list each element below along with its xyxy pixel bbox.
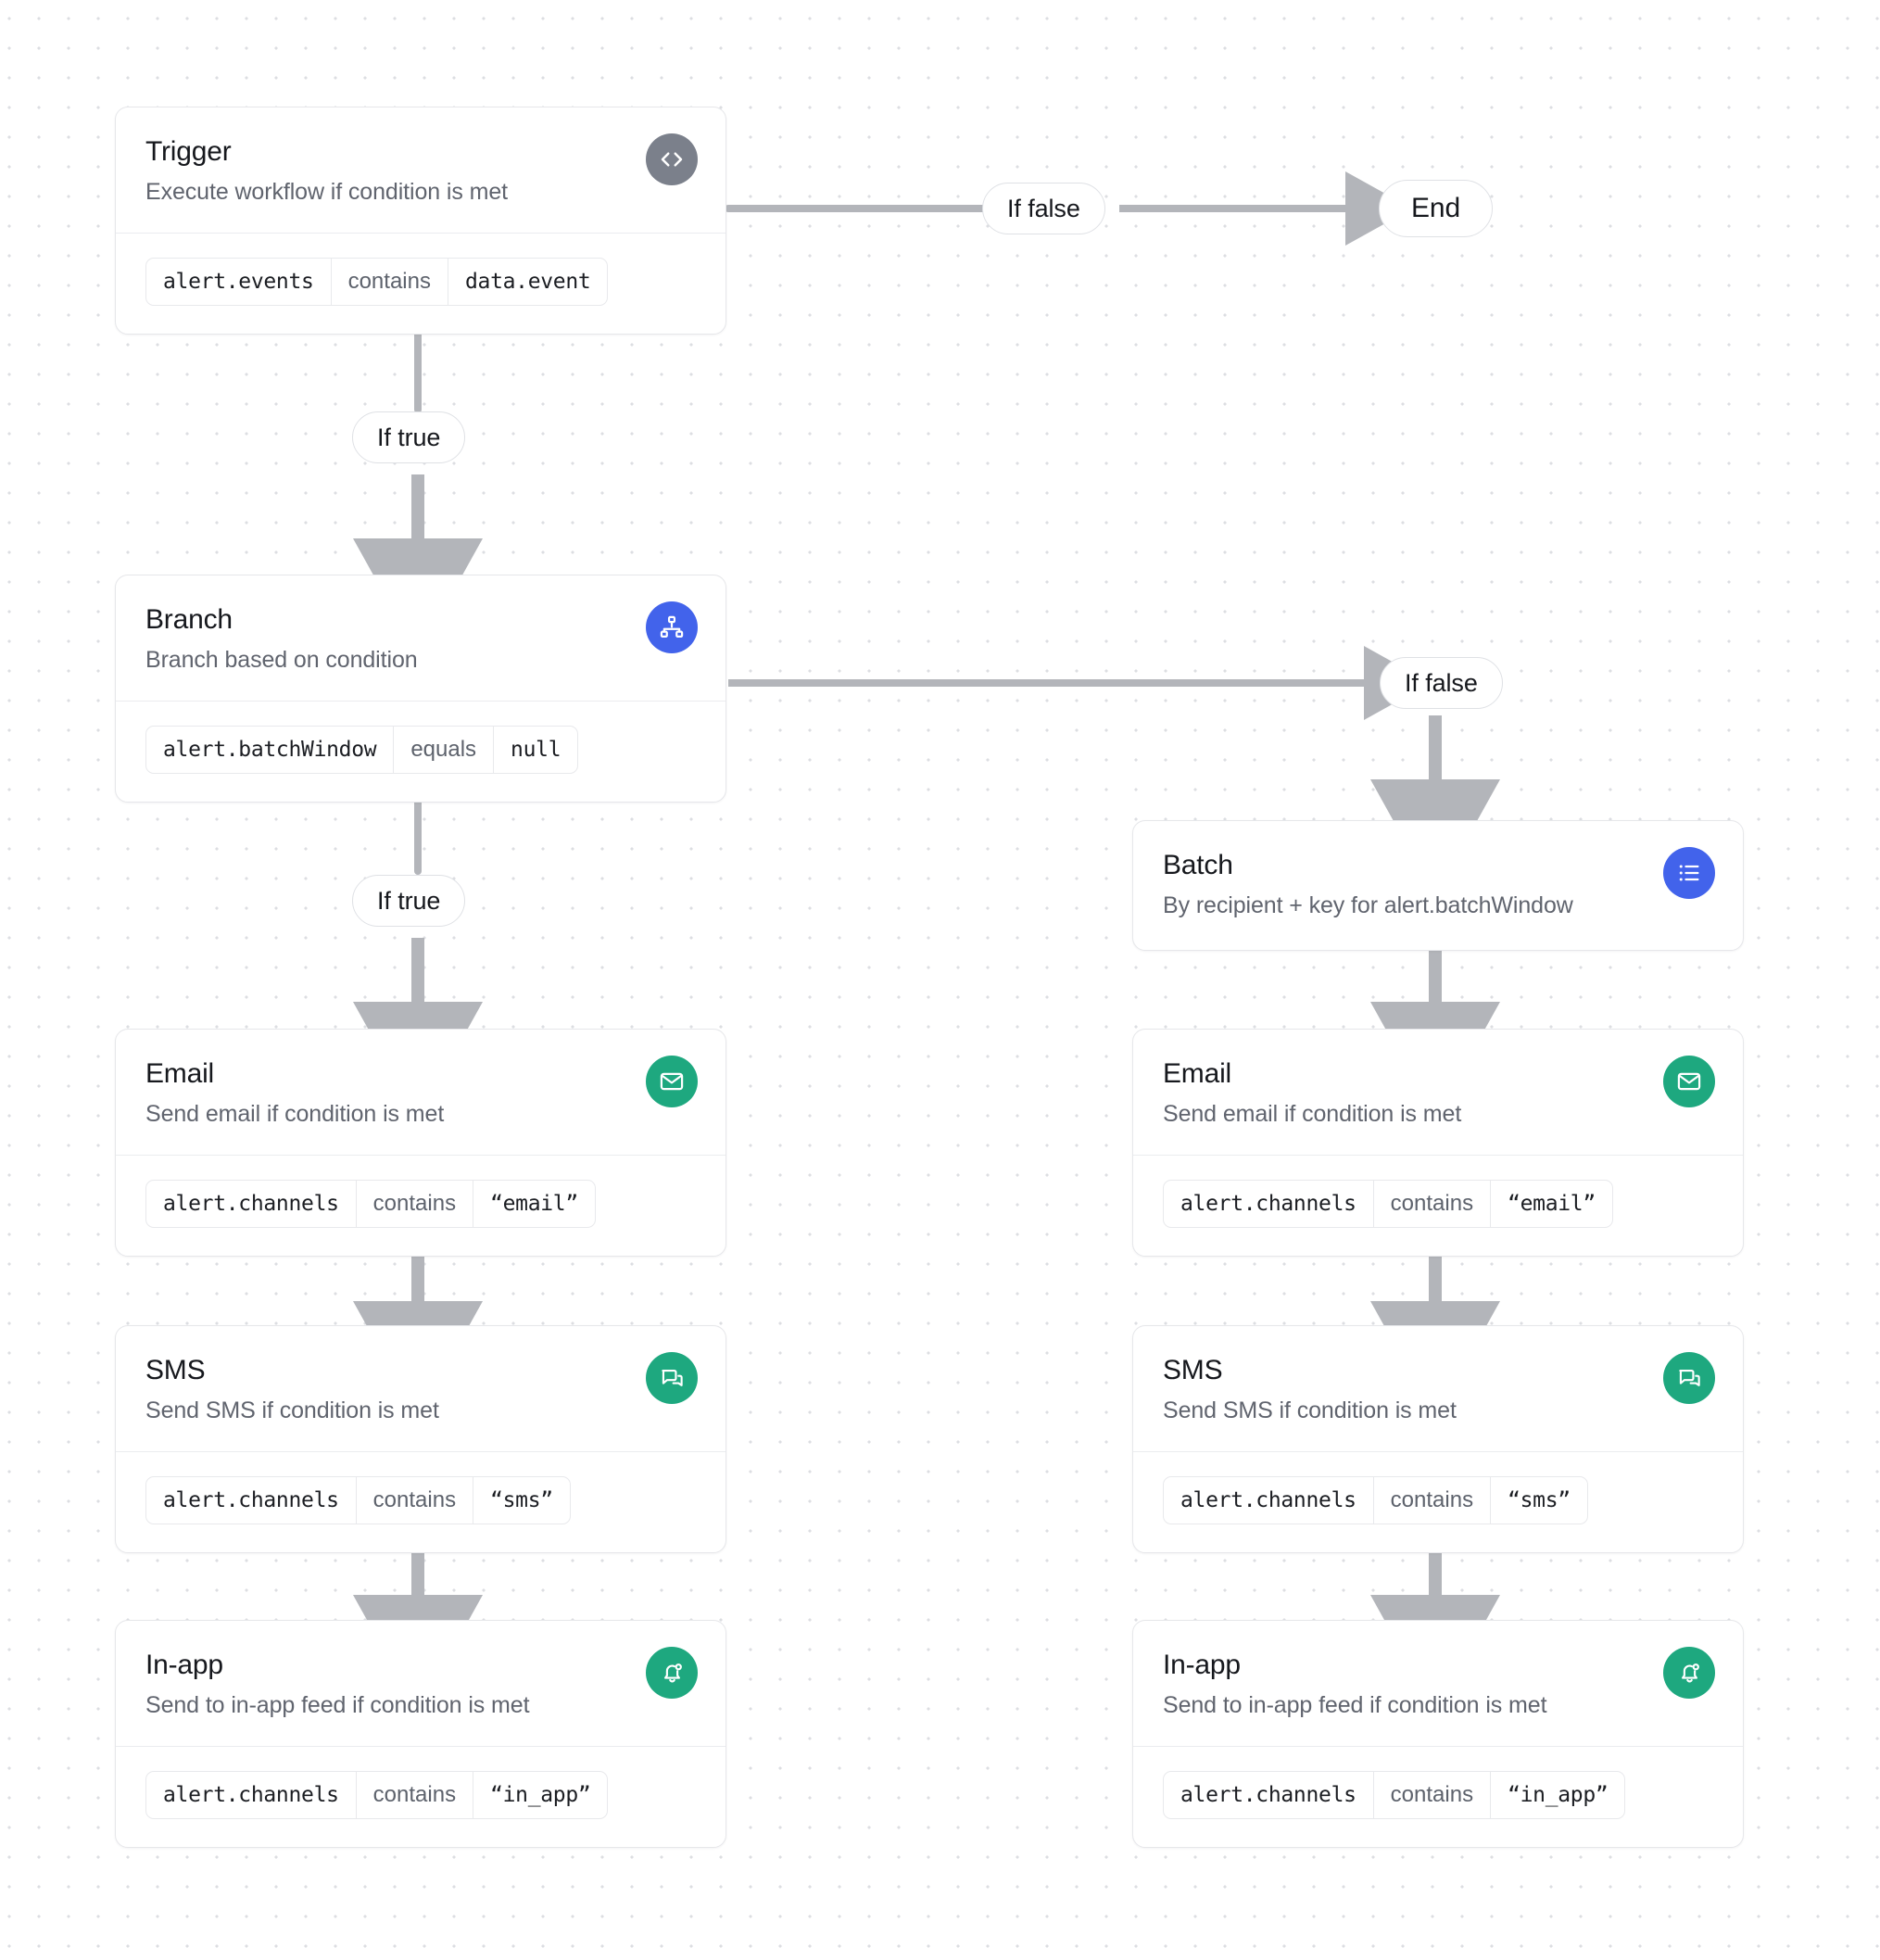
envelope-icon bbox=[646, 1056, 698, 1107]
condition-operator: contains bbox=[330, 259, 448, 306]
condition-operator: contains bbox=[355, 1477, 473, 1524]
inapp-left-condition[interactable]: alert.channels contains “in_app” bbox=[145, 1771, 609, 1820]
inapp-left-title: In-app bbox=[145, 1650, 223, 1680]
inapp-left-body: alert.channels contains “in_app” bbox=[116, 1747, 726, 1847]
email-left-body: alert.channels contains “email” bbox=[116, 1156, 726, 1256]
sms-right-title: SMS bbox=[1163, 1355, 1223, 1385]
sms-left-subtitle: Send SMS if condition is met bbox=[145, 1397, 439, 1423]
email-left-header: Email Send email if condition is met bbox=[116, 1030, 726, 1155]
condition-field: alert.channels bbox=[163, 1783, 339, 1808]
node-end[interactable]: End bbox=[1379, 180, 1494, 237]
branch-condition[interactable]: alert.batchWindow equals null bbox=[145, 726, 579, 775]
hierarchy-icon bbox=[646, 601, 698, 653]
condition-value: null bbox=[493, 727, 577, 774]
inapp-right-divider bbox=[1133, 1745, 1743, 1748]
inapp-right-header: In-app Send to in-app feed if condition … bbox=[1133, 1621, 1743, 1746]
inapp-right-body: alert.channels contains “in_app” bbox=[1133, 1747, 1743, 1847]
condition-field: alert.channels bbox=[1180, 1192, 1356, 1217]
node-card-email-left[interactable]: Email Send email if condition is met ale… bbox=[115, 1029, 726, 1258]
node-card-batch[interactable]: Batch By recipient + key for alert.batch… bbox=[1132, 820, 1744, 951]
branch-body: alert.batchWindow equals null bbox=[116, 702, 726, 802]
inapp-left-divider bbox=[116, 1745, 726, 1748]
sms-right-divider bbox=[1133, 1450, 1743, 1453]
trigger-subtitle: Execute workflow if condition is met bbox=[145, 178, 509, 205]
condition-value: “email” bbox=[1490, 1181, 1612, 1228]
condition-field: alert.events bbox=[163, 270, 314, 295]
batch-header: Batch By recipient + key for alert.batch… bbox=[1133, 821, 1743, 950]
bell-dot-icon bbox=[1663, 1647, 1715, 1699]
condition-value: “in_app” bbox=[473, 1772, 607, 1819]
list-icon bbox=[1663, 847, 1715, 899]
node-card-sms-left[interactable]: SMS Send SMS if condition is met alert.c… bbox=[115, 1325, 726, 1554]
condition-value: “sms” bbox=[473, 1477, 570, 1524]
condition-field: alert.channels bbox=[163, 1192, 339, 1217]
condition-operator: contains bbox=[1372, 1181, 1490, 1228]
condition-value: “sms” bbox=[1490, 1477, 1587, 1524]
node-card-trigger[interactable]: Trigger Execute workflow if condition is… bbox=[115, 107, 726, 335]
branch-subtitle: Branch based on condition bbox=[145, 646, 418, 673]
sms-left-header: SMS Send SMS if condition is met bbox=[116, 1326, 726, 1451]
sms-right-header: SMS Send SMS if condition is met bbox=[1133, 1326, 1743, 1451]
envelope-icon bbox=[1663, 1056, 1715, 1107]
inapp-right-title: In-app bbox=[1163, 1650, 1241, 1680]
condition-value: data.event bbox=[447, 259, 607, 306]
trigger-body: alert.events contains data.event bbox=[116, 234, 726, 334]
email-right-condition[interactable]: alert.channels contains “email” bbox=[1163, 1180, 1613, 1229]
batch-title: Batch bbox=[1163, 850, 1233, 880]
inapp-right-subtitle: Send to in-app feed if condition is met bbox=[1163, 1691, 1547, 1718]
node-card-email-right[interactable]: Email Send email if condition is met ale… bbox=[1132, 1029, 1744, 1258]
condition-value: “in_app” bbox=[1490, 1772, 1624, 1819]
email-right-subtitle: Send email if condition is met bbox=[1163, 1100, 1462, 1127]
sms-left-divider bbox=[116, 1450, 726, 1453]
branch-header: Branch Branch based on condition bbox=[116, 575, 726, 701]
node-card-sms-right[interactable]: SMS Send SMS if condition is met alert.c… bbox=[1132, 1325, 1744, 1554]
inapp-left-subtitle: Send to in-app feed if condition is met bbox=[145, 1691, 530, 1718]
edge-label-trigger-false[interactable]: If false bbox=[982, 183, 1105, 234]
sms-right-body: alert.channels contains “sms” bbox=[1133, 1452, 1743, 1552]
condition-operator: contains bbox=[355, 1772, 473, 1819]
sms-left-condition[interactable]: alert.channels contains “sms” bbox=[145, 1476, 571, 1525]
trigger-divider bbox=[116, 232, 726, 234]
email-left-divider bbox=[116, 1154, 726, 1157]
chat-bubble-icon bbox=[1663, 1352, 1715, 1404]
node-card-inapp-right[interactable]: In-app Send to in-app feed if condition … bbox=[1132, 1620, 1744, 1849]
condition-operator: equals bbox=[393, 727, 493, 774]
sms-right-condition[interactable]: alert.channels contains “sms” bbox=[1163, 1476, 1588, 1525]
condition-operator: contains bbox=[1372, 1772, 1490, 1819]
email-left-title: Email bbox=[145, 1058, 215, 1089]
condition-field: alert.channels bbox=[163, 1488, 339, 1513]
condition-operator: contains bbox=[1372, 1477, 1490, 1524]
inapp-right-condition[interactable]: alert.channels contains “in_app” bbox=[1163, 1771, 1626, 1820]
trigger-condition[interactable]: alert.events contains data.event bbox=[145, 258, 609, 307]
email-left-condition[interactable]: alert.channels contains “email” bbox=[145, 1180, 596, 1229]
trigger-title: Trigger bbox=[145, 136, 232, 167]
condition-field: alert.channels bbox=[1180, 1488, 1356, 1513]
condition-field: alert.batchWindow bbox=[163, 738, 377, 763]
chat-bubble-icon bbox=[646, 1352, 698, 1404]
condition-value: “email” bbox=[473, 1181, 595, 1228]
edge-label-branch-false[interactable]: If false bbox=[1380, 657, 1503, 709]
email-right-divider bbox=[1133, 1154, 1743, 1157]
batch-subtitle: By recipient + key for alert.batchWindow bbox=[1163, 891, 1573, 918]
node-card-inapp-left[interactable]: In-app Send to in-app feed if condition … bbox=[115, 1620, 726, 1849]
email-right-header: Email Send email if condition is met bbox=[1133, 1030, 1743, 1155]
edge-label-trigger-true[interactable]: If true bbox=[352, 411, 466, 463]
bell-dot-icon bbox=[646, 1647, 698, 1699]
branch-divider bbox=[116, 700, 726, 702]
node-card-branch[interactable]: Branch Branch based on condition alert.b… bbox=[115, 575, 726, 803]
condition-field: alert.channels bbox=[1180, 1783, 1356, 1808]
email-right-title: Email bbox=[1163, 1058, 1232, 1089]
trigger-header: Trigger Execute workflow if condition is… bbox=[116, 107, 726, 233]
code-brackets-icon bbox=[646, 133, 698, 185]
email-left-subtitle: Send email if condition is met bbox=[145, 1100, 445, 1127]
inapp-left-header: In-app Send to in-app feed if condition … bbox=[116, 1621, 726, 1746]
branch-title: Branch bbox=[145, 604, 233, 635]
sms-left-body: alert.channels contains “sms” bbox=[116, 1452, 726, 1552]
edge-label-branch-true[interactable]: If true bbox=[352, 875, 466, 927]
email-right-body: alert.channels contains “email” bbox=[1133, 1156, 1743, 1256]
sms-right-subtitle: Send SMS if condition is met bbox=[1163, 1397, 1457, 1423]
sms-left-title: SMS bbox=[145, 1355, 206, 1385]
condition-operator: contains bbox=[355, 1181, 473, 1228]
